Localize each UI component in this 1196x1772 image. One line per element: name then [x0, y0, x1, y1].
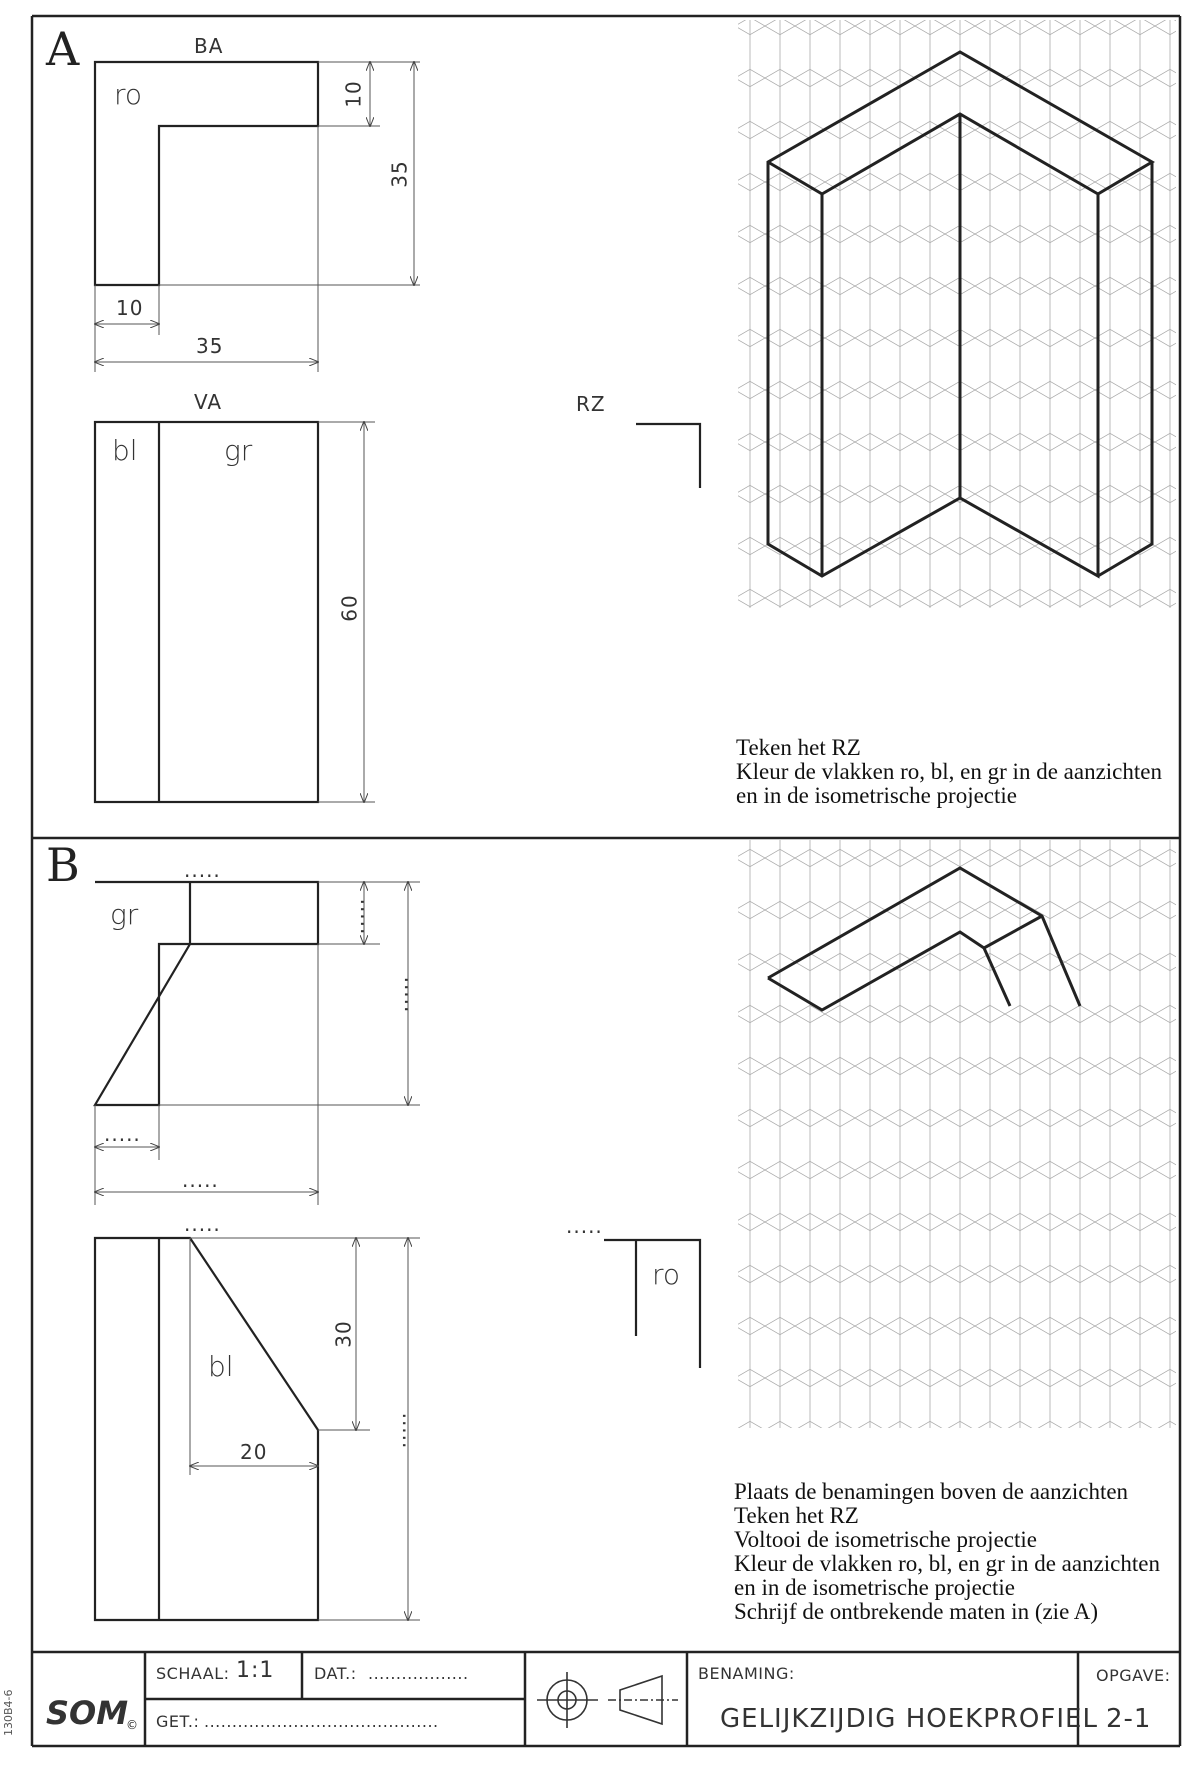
b-dim-top-total: ..... [388, 975, 413, 1013]
b-front-view [93, 1236, 320, 1622]
a-dim-top-height: 10 [341, 80, 366, 108]
b-side-view-label: ..... [566, 1214, 603, 1238]
title-block-lines [143, 1652, 1080, 1746]
a-side-view-label: RZ [576, 392, 606, 416]
projection-symbol [537, 1672, 678, 1728]
b-dim-front-total: ..... [386, 1411, 411, 1449]
b-instruction-2: Teken het RZ [734, 1503, 859, 1528]
b-instruction-5: en in de isometrische projectie [734, 1575, 1016, 1600]
a-face-top: ro [114, 78, 143, 111]
date-field: .................. [368, 1664, 469, 1683]
a-instruction-3: en in de isometrische projectie [736, 783, 1018, 808]
b-side-view [604, 1238, 702, 1368]
b-iso-grid [738, 840, 1176, 1428]
a-face-front-right: gr [224, 434, 253, 467]
section-a-letter: A [46, 22, 80, 76]
b-dim-leg-width: ..... [104, 1122, 141, 1146]
a-iso-grid [738, 20, 1176, 608]
b-dim-total-width: ..... [182, 1168, 219, 1192]
som-logo: SOM © [40, 1658, 140, 1742]
drawn-label: GET.: [156, 1712, 200, 1731]
a-front-dimensions [318, 422, 375, 802]
b-face-top: gr [110, 898, 139, 931]
b-instruction-1: Plaats de benamingen boven de aanzichten [734, 1479, 1129, 1504]
b-top-view-label: ..... [184, 858, 221, 882]
drawn-field: ........................................… [204, 1712, 439, 1731]
a-dim-leg-width: 10 [116, 296, 144, 320]
b-dim-top-small: ..... [344, 897, 369, 935]
b-dim-slope-width: 20 [240, 1440, 268, 1464]
a-dim-front-height: 60 [337, 594, 362, 622]
scale-label: SCHAAL: [156, 1664, 230, 1683]
assignment-label: OPGAVE: [1096, 1666, 1171, 1685]
b-iso-partial [767, 866, 1082, 1012]
name-label: BENAMING: [698, 1664, 795, 1683]
section-b-letter: B [46, 838, 80, 892]
b-instructions: Plaats de benamingen boven de aanzichten… [734, 1480, 1160, 1624]
date-label: DAT.: [314, 1664, 357, 1683]
name-value: GELIJKZIJDIG HOEKPROFIEL [720, 1704, 1098, 1734]
a-iso-projection [766, 50, 1155, 579]
b-instruction-4: Kleur de vlakken ro, bl, en gr in de aan… [734, 1551, 1160, 1576]
a-dim-total-width: 35 [196, 334, 224, 358]
a-instructions: Teken het RZ Kleur de vlakken ro, bl, en… [736, 736, 1162, 808]
a-front-view-label: VA [194, 390, 223, 414]
b-front-dimensions [190, 1238, 420, 1620]
frame [30, 14, 1182, 1748]
a-top-dimensions [95, 62, 420, 372]
a-front-view [93, 420, 320, 804]
scale-value: 1:1 [236, 1658, 275, 1683]
side-code: 130B4-6 [2, 1689, 15, 1736]
a-side-view-corner [636, 422, 702, 488]
b-instruction-3: Voltooi de isometrische projectie [734, 1527, 1037, 1552]
assignment-value: 2-1 [1106, 1704, 1152, 1734]
b-face-front: bl [208, 1350, 234, 1383]
a-top-view-label: BA [194, 34, 224, 58]
a-instruction-1: Teken het RZ [736, 735, 861, 760]
copyright-mark: © [126, 1718, 138, 1732]
b-face-side: ro [652, 1258, 681, 1291]
a-dim-total-height: 35 [387, 160, 412, 188]
a-instruction-2: Kleur de vlakken ro, bl, en gr in de aan… [736, 759, 1162, 784]
b-instruction-6: Schrijf de ontbrekende maten in (zie A) [734, 1599, 1099, 1624]
b-front-view-label: ..... [184, 1212, 221, 1236]
a-face-front-left: bl [112, 434, 138, 467]
b-top-dimensions [95, 882, 420, 1205]
logo-text: SOM [46, 1694, 129, 1732]
b-dim-slope-height: 30 [331, 1320, 356, 1348]
